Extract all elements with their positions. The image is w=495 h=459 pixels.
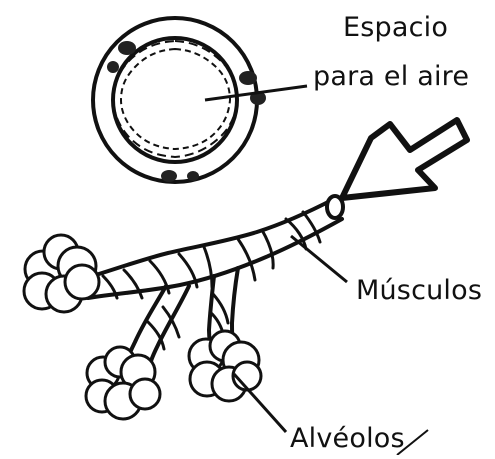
air-space-label-line2: para el aire <box>313 63 469 90</box>
muscles-label: Músculos <box>356 277 482 304</box>
alveoli-label: Alvéolos <box>290 425 405 452</box>
alveoli-cluster-bottom <box>86 347 160 419</box>
thick-outline-arrow-icon <box>342 120 467 198</box>
airway-cross-section <box>93 18 266 182</box>
alveoli-cluster-left <box>24 235 99 312</box>
air-space-label-line1: Espacio <box>343 14 448 41</box>
